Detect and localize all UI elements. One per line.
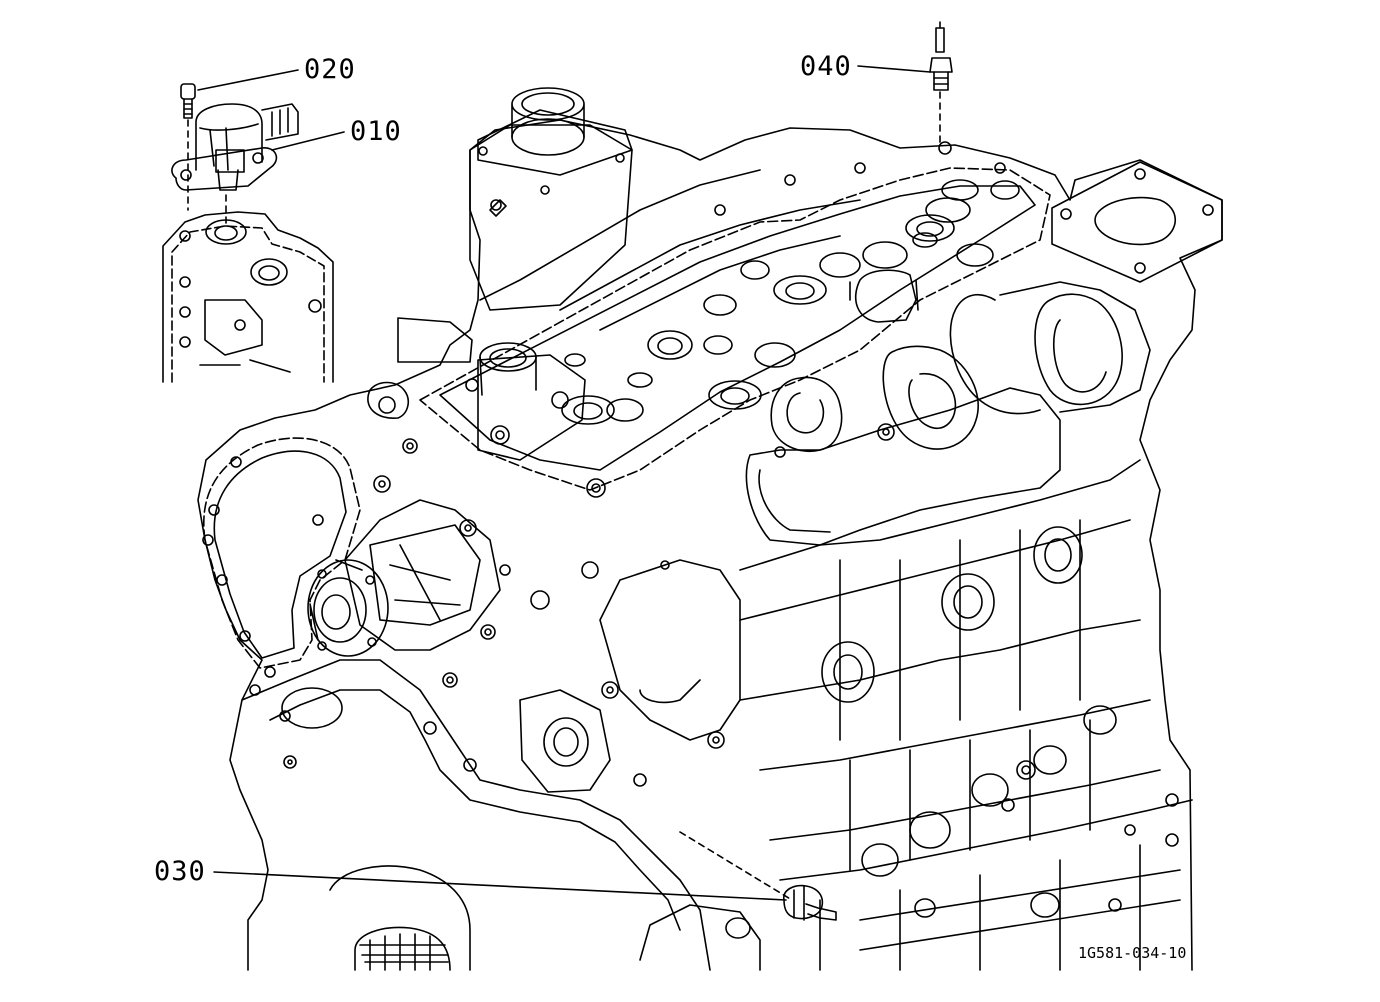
callout-030: 030 [154,856,206,887]
document-number: 1G581-034-10 [1078,944,1187,962]
callout-020: 020 [304,54,356,85]
leader-lines [197,65,931,901]
callout-010: 010 [350,116,402,147]
engine-block [197,87,1223,971]
part-030-pressure-switch [679,831,837,921]
inset-stop-solenoid [162,83,334,383]
part-040-temp-sensor [929,21,953,143]
callout-040: 040 [800,51,852,82]
